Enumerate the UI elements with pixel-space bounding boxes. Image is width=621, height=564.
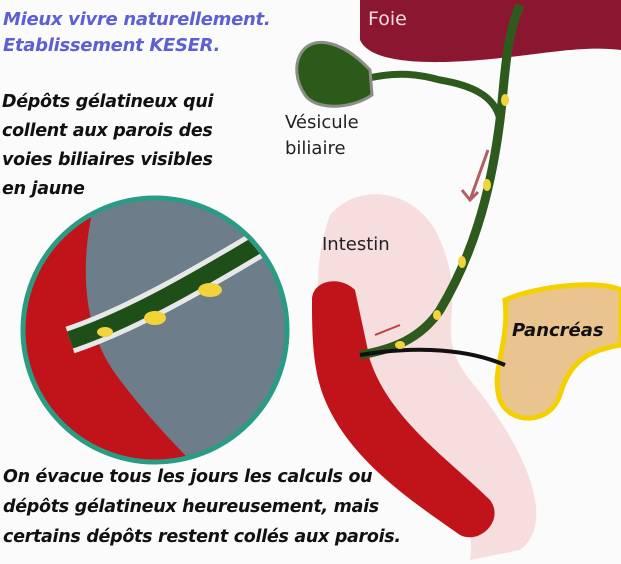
footer-line: dépôts gélatineux heureusement, mais xyxy=(3,497,379,517)
description-line: Dépôts gélatineux qui xyxy=(2,92,214,112)
title-line: Mieux vivre naturellement. xyxy=(3,9,271,30)
pancreatic-duct xyxy=(359,347,506,367)
magnified-inset xyxy=(23,198,287,462)
bile-duct xyxy=(359,3,525,360)
label-foie: Foie xyxy=(368,8,407,30)
label-line: biliaire xyxy=(285,138,346,159)
label-intestin: Intestin xyxy=(322,234,390,255)
description: Dépôts gélatineux qui collent aux parois… xyxy=(2,88,214,204)
label-vesicule: Vésicule biliaire xyxy=(285,110,359,162)
footer-text: On évacue tous les jours les calculs ou … xyxy=(3,462,401,552)
flow-arrow-icon xyxy=(460,149,490,203)
label-line: Vésicule xyxy=(285,112,359,133)
duct-deposits xyxy=(395,94,509,349)
pancreas xyxy=(494,282,621,421)
header-title: Mieux vivre naturellement. Etablissement… xyxy=(3,7,271,59)
title-line: Etablissement KESER. xyxy=(3,35,221,56)
flow-arrow-icon xyxy=(374,324,401,336)
cystic-duct xyxy=(359,70,504,121)
intestine xyxy=(312,281,495,538)
liver xyxy=(360,0,621,63)
inset-border xyxy=(20,195,290,465)
description-line: collent aux parois des xyxy=(2,121,213,141)
label-pancreas: Pancréas xyxy=(512,320,604,341)
intestine-wall xyxy=(318,194,537,560)
gallbladder xyxy=(295,40,374,108)
footer-line: certains dépôts restent collés aux paroi… xyxy=(3,527,401,547)
description-line: en jaune xyxy=(2,179,85,199)
description-line: voies biliaires visibles xyxy=(2,150,213,170)
footer-line: On évacue tous les jours les calculs ou xyxy=(3,467,373,487)
